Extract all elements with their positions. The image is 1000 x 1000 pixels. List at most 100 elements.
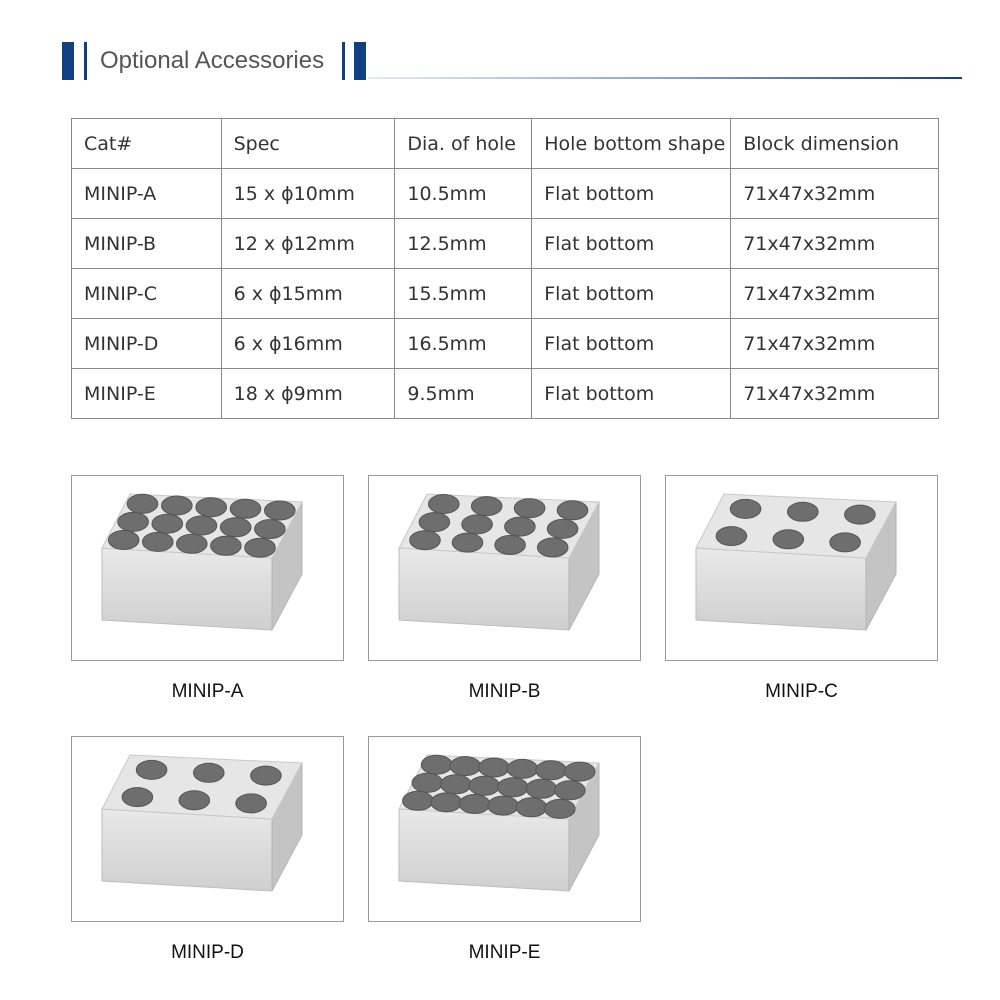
block-hole xyxy=(497,777,529,798)
block-hole xyxy=(844,504,876,525)
table-cell: 16.5mm xyxy=(394,318,533,369)
table-cell: 71x47x32mm xyxy=(730,318,939,369)
block-hole xyxy=(525,778,558,799)
block-hole xyxy=(176,533,208,554)
table-cell: 18 x ϕ9mm xyxy=(220,368,396,419)
block-hole xyxy=(468,775,501,796)
block-hole xyxy=(229,498,262,519)
header-divider xyxy=(368,77,962,79)
block-front-face xyxy=(101,547,273,631)
table-cell: 12.5mm xyxy=(394,218,533,269)
block-front-face xyxy=(695,547,867,631)
table-cell: Flat bottom xyxy=(531,268,732,319)
block-hole xyxy=(506,758,539,779)
block-hole xyxy=(535,760,567,781)
heating-block-illustration xyxy=(398,493,600,631)
table-cell: Flat bottom xyxy=(531,368,732,419)
block-hole xyxy=(772,529,805,550)
block-hole xyxy=(151,513,184,534)
block-hole xyxy=(478,757,510,778)
table-header-row: Cat# Spec Dia. of hole Hole bottom shape… xyxy=(71,118,939,169)
block-hole xyxy=(244,537,276,558)
table-cell: MINIP-B xyxy=(71,218,222,269)
block-hole xyxy=(544,798,576,819)
block-hole xyxy=(178,790,211,811)
header-accent-line xyxy=(84,42,87,80)
table-row: MINIP-E 18 x ϕ9mm 9.5mm Flat bottom 71x4… xyxy=(71,368,939,419)
block-hole xyxy=(513,498,546,519)
column-header: Spec xyxy=(220,118,396,169)
product-image-minip-e xyxy=(368,736,641,922)
table-cell: Flat bottom xyxy=(531,168,732,219)
block-hole xyxy=(487,795,519,816)
block-hole xyxy=(254,519,286,540)
block-hole xyxy=(449,756,482,777)
table-cell: Flat bottom xyxy=(531,218,732,269)
table-cell: 71x47x32mm xyxy=(730,218,939,269)
block-hole xyxy=(546,518,579,539)
block-hole xyxy=(185,515,218,536)
table-cell: 6 x ϕ16mm xyxy=(220,318,396,369)
block-hole xyxy=(554,780,586,801)
block-hole xyxy=(126,493,159,514)
block-hole xyxy=(729,498,762,519)
table-cell: 10.5mm xyxy=(394,168,533,219)
product-image-minip-d xyxy=(71,736,344,922)
block-hole xyxy=(428,494,460,514)
product-caption: MINIP-E xyxy=(468,942,541,963)
block-hole xyxy=(420,754,453,775)
block-hole xyxy=(161,495,193,516)
block-front-face xyxy=(398,808,570,892)
table-cell: MINIP-E xyxy=(71,368,222,419)
header-accent-bar xyxy=(62,42,74,80)
column-header: Hole bottom shape xyxy=(531,118,732,169)
block-hole xyxy=(440,774,472,795)
block-hole xyxy=(461,514,493,535)
accessories-table: Cat# Spec Dia. of hole Hole bottom shape… xyxy=(71,118,939,419)
block-hole xyxy=(264,500,296,521)
table-cell: MINIP-D xyxy=(71,318,222,369)
table-cell: 71x47x32mm xyxy=(730,268,939,319)
block-hole xyxy=(409,530,441,551)
block-hole xyxy=(787,501,819,522)
block-hole xyxy=(563,761,596,782)
block-hole xyxy=(515,797,548,818)
product-caption: MINIP-A xyxy=(171,681,244,702)
table-cell: 71x47x32mm xyxy=(730,368,939,419)
block-hole xyxy=(135,759,168,780)
product-image-minip-b xyxy=(368,475,641,661)
block-hole xyxy=(142,531,174,552)
block-hole xyxy=(504,516,536,537)
table-cell: 6 x ϕ15mm xyxy=(220,268,396,319)
block-hole xyxy=(402,790,434,811)
heating-block-illustration xyxy=(398,754,600,892)
table-cell: 15.5mm xyxy=(394,268,533,319)
table-row: MINIP-B 12 x ϕ12mm 12.5mm Flat bottom 71… xyxy=(71,218,939,269)
header-accent-bar xyxy=(354,42,366,80)
product-caption: MINIP-D xyxy=(171,942,244,963)
section-title: Optional Accessories xyxy=(100,47,325,74)
heating-block-illustration xyxy=(101,754,303,892)
product-caption: MINIP-C xyxy=(765,681,838,702)
block-hole xyxy=(210,535,242,556)
column-header: Dia. of hole xyxy=(394,118,533,169)
block-hole xyxy=(117,511,149,532)
block-hole xyxy=(451,532,484,553)
table-cell: 15 x ϕ10mm xyxy=(220,168,396,219)
table-row: MINIP-A 15 x ϕ10mm 10.5mm Flat bottom 71… xyxy=(71,168,939,219)
block-hole xyxy=(430,792,463,813)
table-cell: Flat bottom xyxy=(531,318,732,369)
product-caption: MINIP-B xyxy=(468,681,541,702)
product-image-minip-c xyxy=(665,475,938,661)
heating-block-illustration xyxy=(101,493,303,631)
block-hole xyxy=(556,500,589,521)
block-hole xyxy=(107,530,140,550)
block-hole xyxy=(193,762,225,783)
column-header: Cat# xyxy=(71,118,222,169)
block-hole xyxy=(250,765,282,786)
header-accent-line xyxy=(342,42,345,80)
section-header: Optional Accessories xyxy=(0,0,1000,100)
table-cell: 9.5mm xyxy=(394,368,533,419)
block-hole xyxy=(494,535,526,555)
block-hole xyxy=(458,794,491,814)
